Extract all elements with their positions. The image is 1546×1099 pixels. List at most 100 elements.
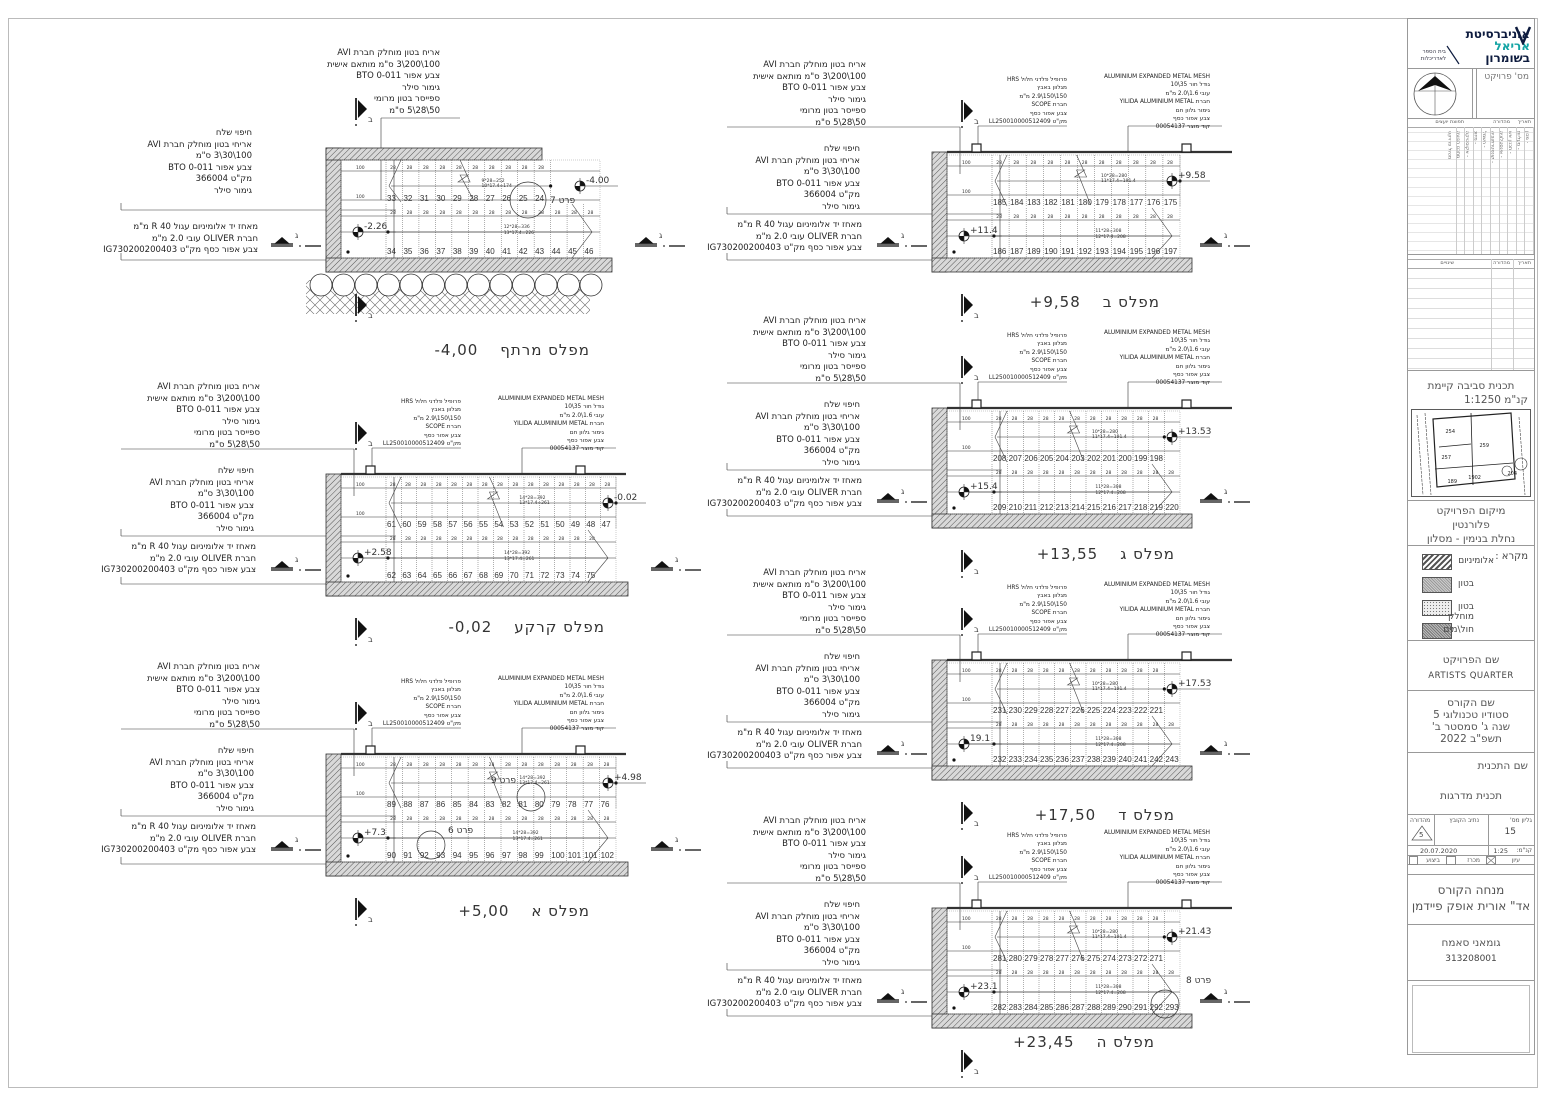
logo-mark-icon (1514, 26, 1532, 45)
stair-calc: 10*28=280 (1092, 429, 1118, 435)
section-label: ג (901, 231, 905, 240)
step-number: 85 (453, 800, 462, 809)
tread-label: 28 (538, 210, 544, 216)
step-number: 67 (464, 571, 473, 580)
stair-calc: 9*28=252 (481, 178, 504, 184)
step-number: 236 (1056, 755, 1070, 764)
elevation-label: +23.1 (970, 982, 998, 992)
stage-tender-checkbox[interactable] (1446, 856, 1456, 865)
tread-label: 28 (996, 722, 1002, 728)
stage-execution-checkbox[interactable] (1409, 856, 1418, 865)
handrail-point (952, 506, 956, 510)
step-number: 42 (519, 247, 528, 256)
section-arrow-icon (274, 237, 290, 244)
section-label: ג (295, 555, 299, 564)
note-line: 100\200\3 ס"מ מותאם אישית (752, 827, 866, 838)
step-number: 62 (387, 571, 396, 580)
top-slab-hatch (325, 147, 543, 161)
step-number: 221 (1150, 706, 1164, 715)
note-line: 100\200\3 ס"מ מותאם אישית (326, 59, 440, 70)
stage-execution[interactable]: ביצוע (1426, 857, 1440, 864)
note-line: 50\28\5 ס"מ (815, 873, 866, 884)
tread-label: 28 (1116, 160, 1122, 166)
step-number: 29 (453, 194, 462, 203)
tread-label: 28 (1043, 722, 1049, 728)
note-line: מגלוון באבץ (1037, 841, 1067, 848)
note-line: ALUMINIUM EXPANDED METAL MESH (1104, 830, 1210, 836)
note-line: חברת YILIDA ALUMINIUM METAL (513, 701, 604, 708)
stair-calc: 13*17.4=261 (513, 836, 543, 842)
note-line: חברת YILIDA ALUMINIUM METAL (513, 421, 604, 428)
direction-arrow-icon (388, 159, 402, 203)
section-label: ב (974, 625, 979, 634)
tread-label: 28 (1012, 916, 1018, 922)
stair-calc: 11*17.4=191.4 (1092, 686, 1127, 692)
tread-label: 28 (1065, 214, 1071, 220)
step-number: 64 (418, 571, 427, 580)
note-line: מק"ט 366004 (197, 512, 254, 522)
tread-label: 28 (1043, 470, 1049, 476)
elevation-label: +9.58 (1178, 171, 1206, 181)
walk-line-end (1162, 935, 1166, 939)
tread-label: 28 (1121, 668, 1127, 674)
note-line: מק"ט 366004 (803, 698, 860, 708)
project-name-section: שם הפרויקט ARTISTS QUARTER (1408, 641, 1534, 691)
section-marker-b: ב (961, 802, 979, 830)
plan-title-name: מפלס ד (1118, 806, 1175, 824)
step-number: 68 (479, 571, 488, 580)
section-label: ג (675, 835, 679, 844)
tread-label: 28 (1167, 214, 1173, 220)
section-arrow-icon (654, 561, 670, 568)
note-line: גימור סילר (821, 709, 860, 720)
tread-label: 28 (1027, 416, 1033, 422)
note-line: צבע אפור כסף (567, 717, 604, 724)
slab-hatch (325, 581, 629, 597)
step-number: 204 (1056, 454, 1070, 463)
stair-outline (946, 410, 1181, 515)
gravel-stone (557, 273, 580, 297)
step-number: 101 (584, 851, 598, 860)
post-profile-icon (365, 465, 376, 475)
tread-label: 28 (1121, 416, 1127, 422)
handrail-point (346, 250, 350, 254)
section-label: ב (974, 819, 979, 828)
note-line: גודל חור 35\10 (1170, 82, 1211, 89)
section-label: ב (368, 439, 373, 448)
tread-label: 28 (1059, 722, 1065, 728)
step-number: 240 (1118, 755, 1132, 764)
tread-label: 28 (589, 482, 595, 488)
tread-label: 28 (472, 816, 478, 822)
checked-x-icon (1486, 856, 1496, 865)
instructor-name: אד" אורית אופק פיידמן (1411, 899, 1531, 913)
note-line: חברת OLIVER עובי 2.0 מ"מ (151, 233, 258, 244)
stage-review-checkbox[interactable] (1486, 856, 1496, 865)
tread-label: 28 (1012, 668, 1018, 674)
break-line-icon (457, 159, 475, 202)
student-section: גומאני סאמח 313208001 (1408, 925, 1534, 981)
section-arrow-icon (358, 620, 367, 638)
tread-label: 28 (554, 816, 560, 822)
step-number: 291 (1134, 1003, 1148, 1012)
note-line: 150\150\2.9 מ"מ (413, 415, 461, 422)
note-line: צבע אפור BTO 0-011 (356, 71, 440, 81)
stair-plan-2: 1001002861286028592858285728562855285428… (120, 422, 701, 646)
section-marker-b: ב (961, 294, 979, 322)
stair-outline (946, 154, 1181, 259)
stair-calc: 12*17.4=208 (1095, 234, 1125, 240)
landing-label: 100 (356, 482, 365, 488)
stage-tender[interactable]: מכרז (1467, 857, 1480, 864)
landing-label: 100 (962, 160, 971, 166)
note-line: צבע אפור כסף מק"ט IG730200200403 (707, 499, 862, 509)
section-marker-g: ג (877, 487, 927, 503)
stage-review[interactable]: עיון (1511, 857, 1520, 864)
section-arrow-icon (964, 552, 973, 570)
note-line: צבע אפור BTO 0-011 (782, 83, 866, 93)
note-line: מגלוון באבץ (1037, 85, 1067, 92)
section-label: ג (659, 231, 663, 240)
note-line: חברת OLIVER עובי 2.0 מ"מ (755, 987, 862, 998)
